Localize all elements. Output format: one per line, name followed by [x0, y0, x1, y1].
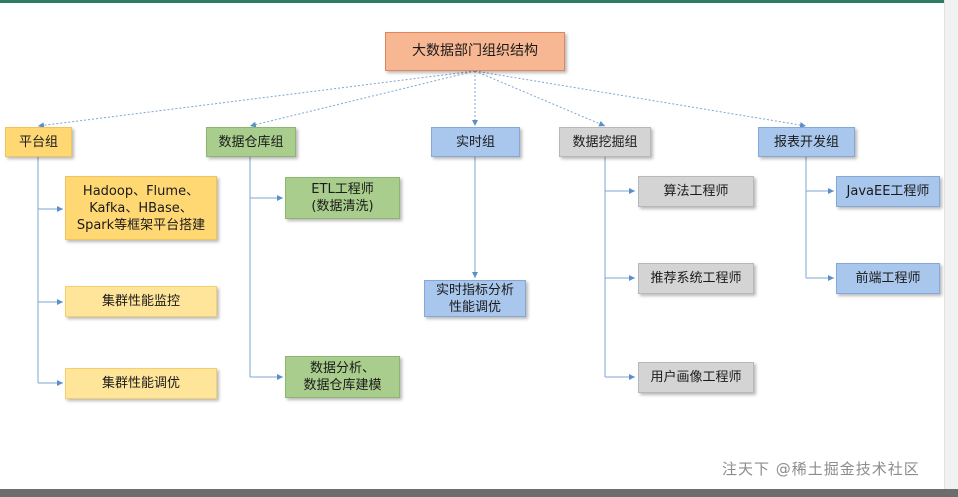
watermark: 注天下 @稀土掘金技术社区 — [722, 460, 920, 478]
node-javaee-engineer: JavaEE工程师 — [836, 176, 940, 207]
root-node: 大数据部门组织结构 — [385, 32, 565, 71]
group-platform: 平台组 — [5, 127, 72, 157]
node-data-modeling: 数据分析、 数据仓库建模 — [285, 356, 400, 398]
node-frontend-engineer: 前端工程师 — [836, 263, 940, 294]
node-realtime-metrics: 实时指标分析 性能调优 — [424, 280, 526, 317]
node-etl-engineer: ETL工程师 (数据清洗) — [285, 177, 400, 219]
node-recommender-engineer: 推荐系统工程师 — [638, 263, 754, 294]
group-warehouse: 数据仓库组 — [206, 127, 296, 157]
group-realtime: 实时组 — [431, 127, 520, 157]
node-cluster-monitor: 集群性能监控 — [65, 286, 217, 317]
node-algorithm-engineer: 算法工程师 — [638, 176, 754, 207]
edge-root-platform — [37, 70, 476, 129]
edge-root-mining — [474, 70, 606, 127]
group-report: 报表开发组 — [758, 127, 855, 157]
group-mining: 数据挖掘组 — [559, 127, 651, 157]
edge-root-warehouse — [249, 70, 476, 128]
node-cluster-tuning: 集群性能调优 — [65, 368, 217, 399]
scrollbar-track[interactable] — [944, 0, 958, 497]
node-platform-build: Hadoop、Flume、 Kafka、HBase、 Spark等框架平台搭建 — [65, 176, 217, 240]
edge-root-report — [474, 70, 807, 128]
bottom-bar — [0, 489, 958, 497]
node-profile-engineer: 用户画像工程师 — [638, 362, 754, 393]
top-accent-line — [0, 0, 958, 3]
